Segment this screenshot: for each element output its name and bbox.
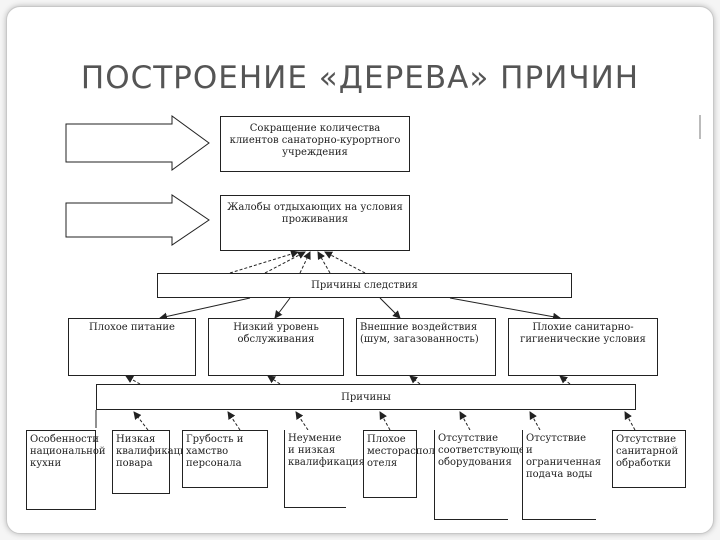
cause-box-8: Отсутствие санитарной обработки (612, 430, 686, 488)
causes-bar: Причины (96, 384, 636, 410)
cause-box-2: Низкая квалификация повара (112, 430, 193, 494)
slide-title: ПОСТРОЕНИЕ «ДЕРЕВА» ПРИЧИН (80, 60, 640, 96)
cause-box-6: Отсутствие соответствующего оборудования (434, 430, 536, 520)
cause-box-3: Грубость и хамство персонала (182, 430, 268, 488)
effect-arrow-1 (65, 115, 210, 171)
category-box-2: Низкий уровень обслуживания (208, 318, 344, 376)
consequences-bar: Причины следствия (157, 273, 572, 298)
category-box-3: Внешние воздействия (шум, загазованность… (356, 318, 496, 376)
cause-box-7: Отсутствие и ограниченная подача воды (522, 430, 601, 520)
effect-box-1: Сокращение количества клиентов санаторно… (220, 116, 410, 172)
cause-box-5: Плохое месторасположение отеля (363, 430, 475, 498)
category-box-1: Плохое питание (68, 318, 196, 376)
side-mark (699, 115, 701, 139)
category-box-4: Плохие санитарно-гигиенические условия (508, 318, 658, 376)
cause-box-4: Неумение и низкая квалификация (284, 430, 365, 508)
effect-box-2: Жалобы отдыхающих на условия проживания (220, 195, 410, 251)
effect-arrow-2 (65, 194, 210, 246)
cause-box-1: Особенности национальной кухни (26, 430, 106, 510)
